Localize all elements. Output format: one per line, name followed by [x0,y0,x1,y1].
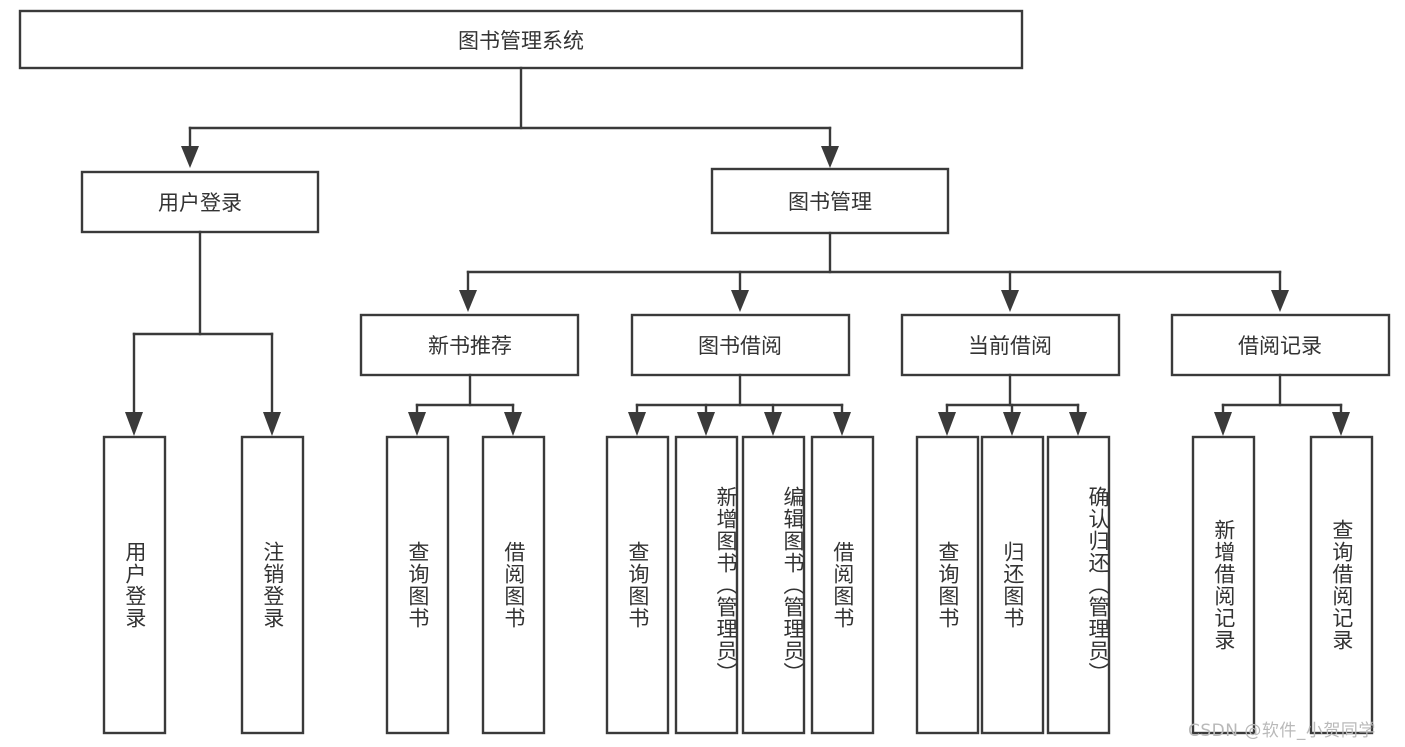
leaf-box-query-book-1[interactable] [385,435,450,735]
node-new-book-recommend-label: 新书推荐 [428,334,512,358]
arrow-head-icon [833,412,851,436]
leaf-box-query-borrow-record[interactable] [1309,435,1374,735]
leaf-box-user-login[interactable] [102,435,167,735]
node-new-book-recommend-box [359,313,580,377]
node-book-borrow[interactable]: 图书借阅 [630,313,851,377]
node-borrow-record[interactable]: 借阅记录 [1170,313,1391,377]
node-current-borrow-box [900,313,1121,377]
node-user-login-box [80,170,320,234]
connector-book-borrow-to-leaves [628,373,851,436]
node-user-login-label: 用户登录 [158,191,242,215]
leaf-box-query-book-2[interactable] [605,435,670,735]
node-borrow-record-label: 借阅记录 [1238,334,1322,358]
arrow-head-icon [504,412,522,436]
arrow-head-icon [697,412,715,436]
connector-current-borrow-to-leaves [938,373,1087,436]
leaf-box-edit-book-admin[interactable] [741,435,806,735]
arrow-head-icon [459,290,477,312]
arrow-head-icon [1003,412,1021,436]
arrow-head-icon [628,412,646,436]
leaf-box-confirm-return-admin[interactable] [1046,435,1111,735]
connector-book-management-to-level3 [459,231,1289,312]
connector-new-book-recommend-to-leaves [408,373,522,436]
leaf-box-borrow-book-1[interactable] [481,435,546,735]
arrow-head-icon [1214,412,1232,436]
arrow-head-icon [408,412,426,436]
node-root[interactable]: 图书管理系统 [18,9,1024,70]
arrow-head-icon [181,146,199,168]
node-book-borrow-label: 图书借阅 [698,334,782,358]
node-user-login[interactable]: 用户登录 [80,170,320,234]
arrow-head-icon [1069,412,1087,436]
connector-root-to-level2 [181,66,839,168]
node-book-management[interactable]: 图书管理 [710,167,950,235]
leaf-box-add-book-admin[interactable] [674,435,739,735]
node-book-management-label: 图书管理 [788,190,872,214]
node-new-book-recommend[interactable]: 新书推荐 [359,313,580,377]
connector-borrow-record-to-leaves [1214,373,1350,436]
arrow-head-icon [1271,290,1289,312]
leaf-box-logout[interactable] [240,435,305,735]
leaf-box-borrow-book-2[interactable] [810,435,875,735]
node-root-label: 图书管理系统 [458,29,584,53]
arrow-head-icon [731,290,749,312]
arrow-head-icon [821,146,839,168]
node-current-borrow[interactable]: 当前借阅 [900,313,1121,377]
leaf-box-add-borrow-record[interactable] [1191,435,1256,735]
arrow-head-icon [764,412,782,436]
arrow-head-icon [938,412,956,436]
leaf-box-query-book-3[interactable] [915,435,980,735]
arrow-head-icon [1001,290,1019,312]
arrow-head-icon [1332,412,1350,436]
arrow-head-icon [263,412,281,436]
node-current-borrow-label: 当前借阅 [968,334,1052,358]
leaf-box-return-book[interactable] [980,435,1045,735]
connector-user-login-to-leaves [125,230,281,436]
csdn-watermark: CSDN @软件_小贺同学 [1188,721,1376,741]
arrow-head-icon [125,412,143,436]
node-root-box [18,9,1024,70]
